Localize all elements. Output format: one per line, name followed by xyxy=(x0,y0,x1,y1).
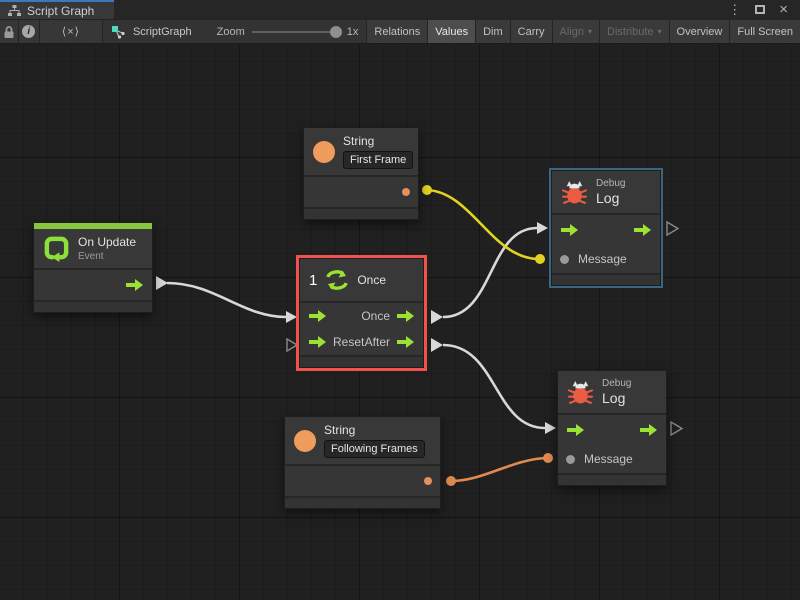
full-screen-button[interactable]: Full Screen xyxy=(730,20,800,43)
selection-outline-red: 1 Once Once xyxy=(296,255,427,371)
node-string-following[interactable]: String Following Frames xyxy=(284,416,441,509)
string-output-dot[interactable] xyxy=(424,477,432,485)
message-input-dot[interactable] xyxy=(560,255,569,264)
node-title: String xyxy=(343,134,413,148)
node-on-update[interactable]: On Update Event xyxy=(33,222,153,313)
zoom-slider-knob[interactable] xyxy=(330,26,342,38)
node-title: Log xyxy=(596,190,625,206)
flow-arrow-icon xyxy=(308,310,327,322)
node-footer xyxy=(304,209,418,219)
node-title: Log xyxy=(602,390,631,406)
node-footer xyxy=(552,275,660,285)
graph-info-section: ScriptGraph Zoom 1x xyxy=(103,20,367,43)
zoom-slider[interactable] xyxy=(252,31,340,33)
graph-name: ScriptGraph xyxy=(133,26,192,38)
toolbar-buttons: Relations Values Dim Carry Align ▾ Distr… xyxy=(367,20,800,43)
string-value-input[interactable]: Following Frames xyxy=(324,440,425,458)
node-group: Debug xyxy=(596,178,625,189)
flow-arrow-icon xyxy=(125,279,144,291)
node-title: String xyxy=(324,423,425,437)
bug-icon xyxy=(561,179,588,206)
node-footer xyxy=(558,475,666,485)
on-update-loop-icon xyxy=(43,235,70,262)
dim-button[interactable]: Dim xyxy=(476,20,511,43)
port-label-after: After xyxy=(365,335,390,349)
port-label-reset: Reset xyxy=(333,335,364,349)
chevron-down-icon: ▾ xyxy=(658,27,662,36)
node-group: Debug xyxy=(602,378,631,389)
window-menu-icon[interactable]: ⋮ xyxy=(728,3,741,16)
flow-arrow-icon xyxy=(560,224,579,236)
code-preview-icon: ⟨×⟩ xyxy=(62,25,80,38)
relations-button[interactable]: Relations xyxy=(367,20,428,43)
flow-arrow-icon xyxy=(639,424,658,436)
once-count: 1 xyxy=(309,272,317,289)
string-value-input[interactable]: First Frame xyxy=(343,151,413,169)
maximize-icon[interactable] xyxy=(755,5,765,14)
selection-outline-blue: Debug Log Message xyxy=(549,168,663,288)
code-preview-button[interactable]: ⟨×⟩ xyxy=(40,20,103,43)
flow-arrow-icon xyxy=(308,336,327,348)
flow-arrow-icon xyxy=(396,336,415,348)
overview-button[interactable]: Overview xyxy=(670,20,731,43)
port-label-once: Once xyxy=(361,309,390,323)
graph-hierarchy-icon xyxy=(8,5,21,16)
node-title: Once xyxy=(357,273,386,287)
flow-arrow-icon xyxy=(633,224,652,236)
info-icon: i xyxy=(22,25,35,38)
zoom-label: Zoom xyxy=(217,26,245,38)
string-type-icon xyxy=(313,141,335,163)
tab-title: Script Graph xyxy=(27,4,94,18)
titlebar: Script Graph ⋮ × xyxy=(0,0,800,19)
node-debug-log-top[interactable]: Debug Log Message xyxy=(551,170,661,286)
distribute-dropdown[interactable]: Distribute ▾ xyxy=(600,20,669,43)
zoom-value: 1x xyxy=(347,26,359,38)
node-string-first[interactable]: String First Frame xyxy=(303,127,419,220)
string-type-icon xyxy=(294,430,316,452)
node-footer xyxy=(300,357,423,367)
node-once[interactable]: 1 Once Once xyxy=(299,258,424,368)
string-output-dot[interactable] xyxy=(402,188,410,196)
bug-icon xyxy=(567,379,594,406)
node-footer xyxy=(285,498,440,508)
carry-button[interactable]: Carry xyxy=(511,20,553,43)
message-input-dot[interactable] xyxy=(566,455,575,464)
window-controls: ⋮ × xyxy=(728,0,800,19)
values-button[interactable]: Values xyxy=(428,20,476,43)
align-dropdown[interactable]: Align ▾ xyxy=(553,20,600,43)
port-label-message: Message xyxy=(578,252,627,266)
toolbar: i ⟨×⟩ ScriptGraph Zoom 1x Relations Valu… xyxy=(0,19,800,44)
once-cycle-icon xyxy=(325,268,349,292)
close-icon[interactable]: × xyxy=(779,2,788,17)
chevron-down-icon: ▾ xyxy=(588,27,592,36)
info-button[interactable]: i xyxy=(19,20,40,43)
node-debug-log-bottom[interactable]: Debug Log Message xyxy=(557,370,667,486)
lock-icon xyxy=(3,25,15,39)
node-footer xyxy=(34,302,152,312)
flow-arrow-icon xyxy=(396,310,415,322)
script-graph-icon xyxy=(111,25,126,39)
lock-button[interactable] xyxy=(0,20,19,43)
tab-script-graph[interactable]: Script Graph xyxy=(0,0,114,19)
flow-arrow-icon xyxy=(566,424,585,436)
node-subtitle: Event xyxy=(78,251,136,262)
node-title: On Update xyxy=(78,235,136,249)
port-label-message: Message xyxy=(584,452,633,466)
